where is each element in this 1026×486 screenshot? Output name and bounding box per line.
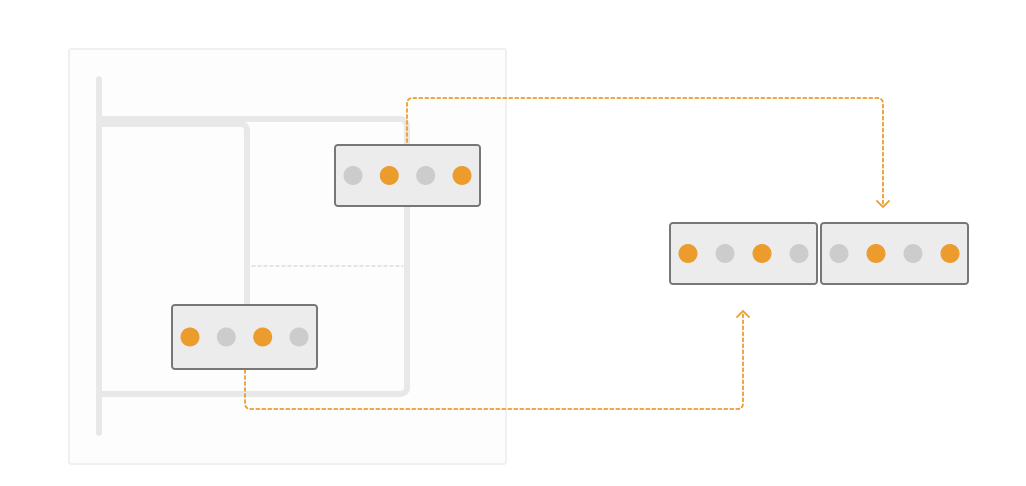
source-chunk-bottom-box — [171, 304, 318, 370]
dot-off — [416, 166, 436, 185]
result-chunk-left-box — [669, 222, 818, 285]
dot-off — [289, 327, 309, 347]
dot-off — [216, 327, 236, 347]
dot-on — [452, 166, 472, 185]
dot-off — [789, 244, 809, 263]
dot-off — [715, 244, 735, 263]
tree-top-branch — [96, 116, 410, 397]
result-chunk-right-box — [820, 222, 969, 285]
dot-on — [253, 327, 273, 347]
dot-on — [866, 244, 886, 263]
result-chunk-right — [820, 222, 969, 285]
arrow-bottom-head — [736, 309, 750, 318]
dot-off — [903, 244, 923, 263]
dot-on — [379, 166, 399, 185]
source-panel — [68, 48, 507, 465]
dot-on — [678, 244, 698, 263]
arrow-bottom-to-left-chunk — [244, 311, 744, 410]
dot-on — [180, 327, 200, 347]
source-chunk-bottom — [171, 304, 318, 370]
dot-on — [752, 244, 772, 263]
arrows — [244, 97, 890, 410]
source-chunk-top — [334, 144, 481, 207]
arrow-top-head — [876, 200, 890, 209]
source-chunk-top-box — [334, 144, 481, 207]
dot-off — [343, 166, 363, 185]
dot-off — [829, 244, 849, 263]
tree-structure — [96, 76, 410, 436]
dot-on — [940, 244, 960, 263]
arrow-top-to-right-chunk — [406, 97, 884, 207]
result-chunk-left — [669, 222, 818, 285]
tree-middle-branch — [96, 121, 250, 367]
